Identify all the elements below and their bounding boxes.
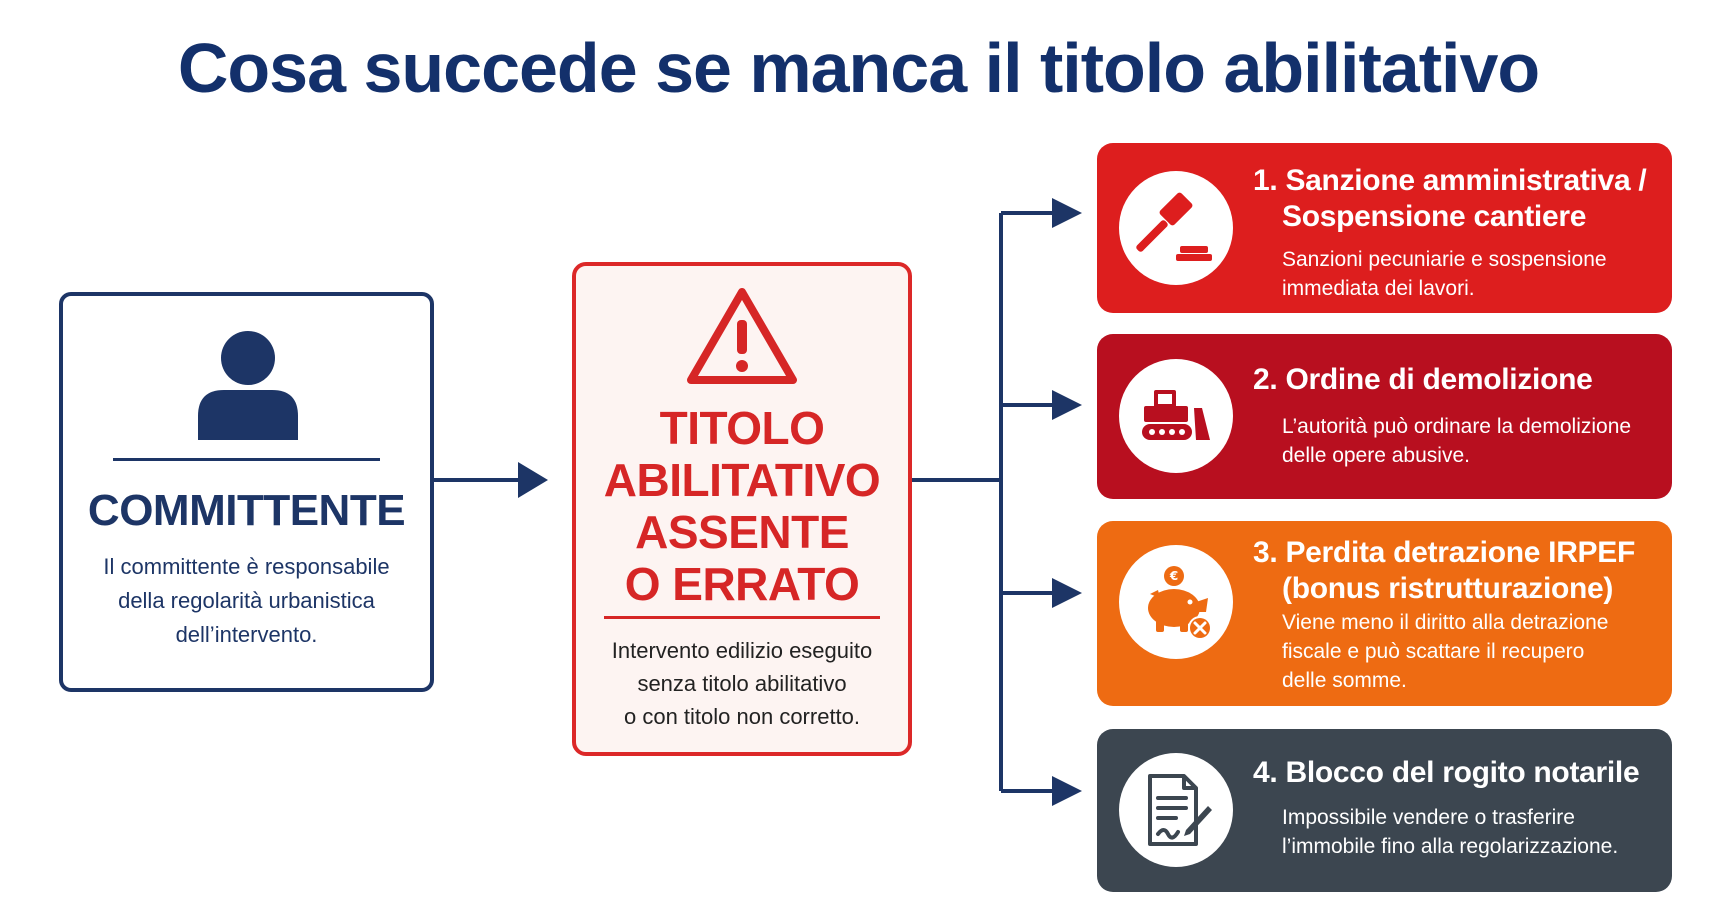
description-line: Impossibile vendere o trasferire: [1282, 806, 1575, 829]
icon-circle: [1119, 753, 1233, 867]
card-description: Viene meno il diritto alla detrazione fi…: [1282, 608, 1662, 695]
description-line: o con titolo non corretto.: [623, 704, 861, 729]
card-title: 2. Ordine di demolizione: [1253, 362, 1662, 398]
divider: [604, 616, 880, 619]
card-title: 3. Perdita detrazione IRPEF (bonus ristr…: [1253, 535, 1662, 607]
icon-circle: [1119, 171, 1233, 285]
description-line: dell’intervento.: [175, 622, 318, 647]
title-line: 1. Sanzione amministrativa /: [1253, 164, 1647, 197]
title-line: (bonus ristrutturazione): [1282, 572, 1614, 605]
svg-text:€: €: [1169, 569, 1178, 583]
description-line: delle somme.: [1282, 669, 1407, 692]
description-line: L’autorità può ordinare la demolizione: [1282, 415, 1632, 438]
divider: [113, 458, 380, 461]
description-line: Viene meno il diritto alla detrazione: [1282, 611, 1609, 634]
arrowhead-card-1: [1052, 198, 1082, 228]
title-line: 2. Ordine di demolizione: [1253, 363, 1593, 396]
titolo-heading: TITOLO ABILITATIVO ASSENTE O ERRATO: [576, 402, 908, 610]
gavel-icon: [1136, 192, 1212, 261]
description-line: fiscale e può scattare il recupero: [1282, 640, 1585, 663]
consequence-card-sanzione: 1. Sanzione amministrativa / Sospensione…: [1097, 143, 1672, 313]
heading-line: ABILITATIVO: [603, 454, 881, 506]
title-line: 3. Perdita detrazione IRPEF: [1253, 536, 1636, 569]
arrowhead-card-3: [1052, 578, 1082, 608]
consequence-card-detrazione: € 3. Perdita detrazione IRPEF (bonus ris…: [1097, 521, 1672, 706]
title-line: Sospensione cantiere: [1282, 200, 1587, 233]
arrowhead-card-2: [1052, 390, 1082, 420]
arrowhead-1: [518, 462, 548, 498]
titolo-description: Intervento edilizio eseguito senza titol…: [586, 634, 898, 733]
description-line: Sanzioni pecuniarie e sospensione: [1282, 248, 1607, 271]
heading-line: TITOLO: [659, 402, 825, 454]
title-line: 4. Blocco del rogito notarile: [1253, 756, 1640, 789]
card-title: 1. Sanzione amministrativa / Sospensione…: [1253, 163, 1662, 235]
titolo-box: TITOLO ABILITATIVO ASSENTE O ERRATO Inte…: [572, 262, 912, 756]
bulldozer-icon: [1142, 390, 1210, 440]
consequence-card-demolizione: 2. Ordine di demolizione L’autorità può …: [1097, 334, 1672, 499]
committente-heading: COMMITTENTE: [87, 486, 406, 535]
heading-line: O ERRATO: [624, 558, 860, 610]
description-line: Il committente è responsabile: [103, 554, 390, 579]
description-line: l’immobile fino alla regolarizzazione.: [1282, 835, 1619, 858]
card-description: Sanzioni pecuniarie e sospensione immedi…: [1282, 245, 1662, 303]
description-line: delle opere abusive.: [1282, 444, 1470, 467]
person-icon: [198, 331, 298, 440]
card-description: L’autorità può ordinare la demolizione d…: [1282, 412, 1662, 470]
icon-circle: [1119, 359, 1233, 473]
arrowhead-card-4: [1052, 776, 1082, 806]
description-line: senza titolo abilitativo: [637, 671, 847, 696]
card-title: 4. Blocco del rogito notarile: [1253, 755, 1662, 791]
consequence-card-rogito: 4. Blocco del rogito notarile Impossibil…: [1097, 729, 1672, 892]
card-description: Impossibile vendere o trasferire l’immob…: [1282, 803, 1662, 861]
description-line: della regolarità urbanistica: [118, 588, 375, 613]
document-signature-icon: [1148, 774, 1212, 846]
piggy-bank-icon: €: [1148, 566, 1212, 640]
committente-description: Il committente è responsabile della rego…: [83, 550, 410, 652]
description-line: Intervento edilizio eseguito: [611, 638, 873, 663]
page-title: Cosa succede se manca il titolo abilitat…: [177, 29, 1540, 107]
committente-box: COMMITTENTE Il committente è responsabil…: [59, 292, 434, 692]
heading-line: ASSENTE: [635, 506, 849, 558]
icon-circle: €: [1119, 545, 1233, 659]
description-line: immediata dei lavori.: [1282, 277, 1475, 300]
warning-icon: [687, 288, 797, 384]
